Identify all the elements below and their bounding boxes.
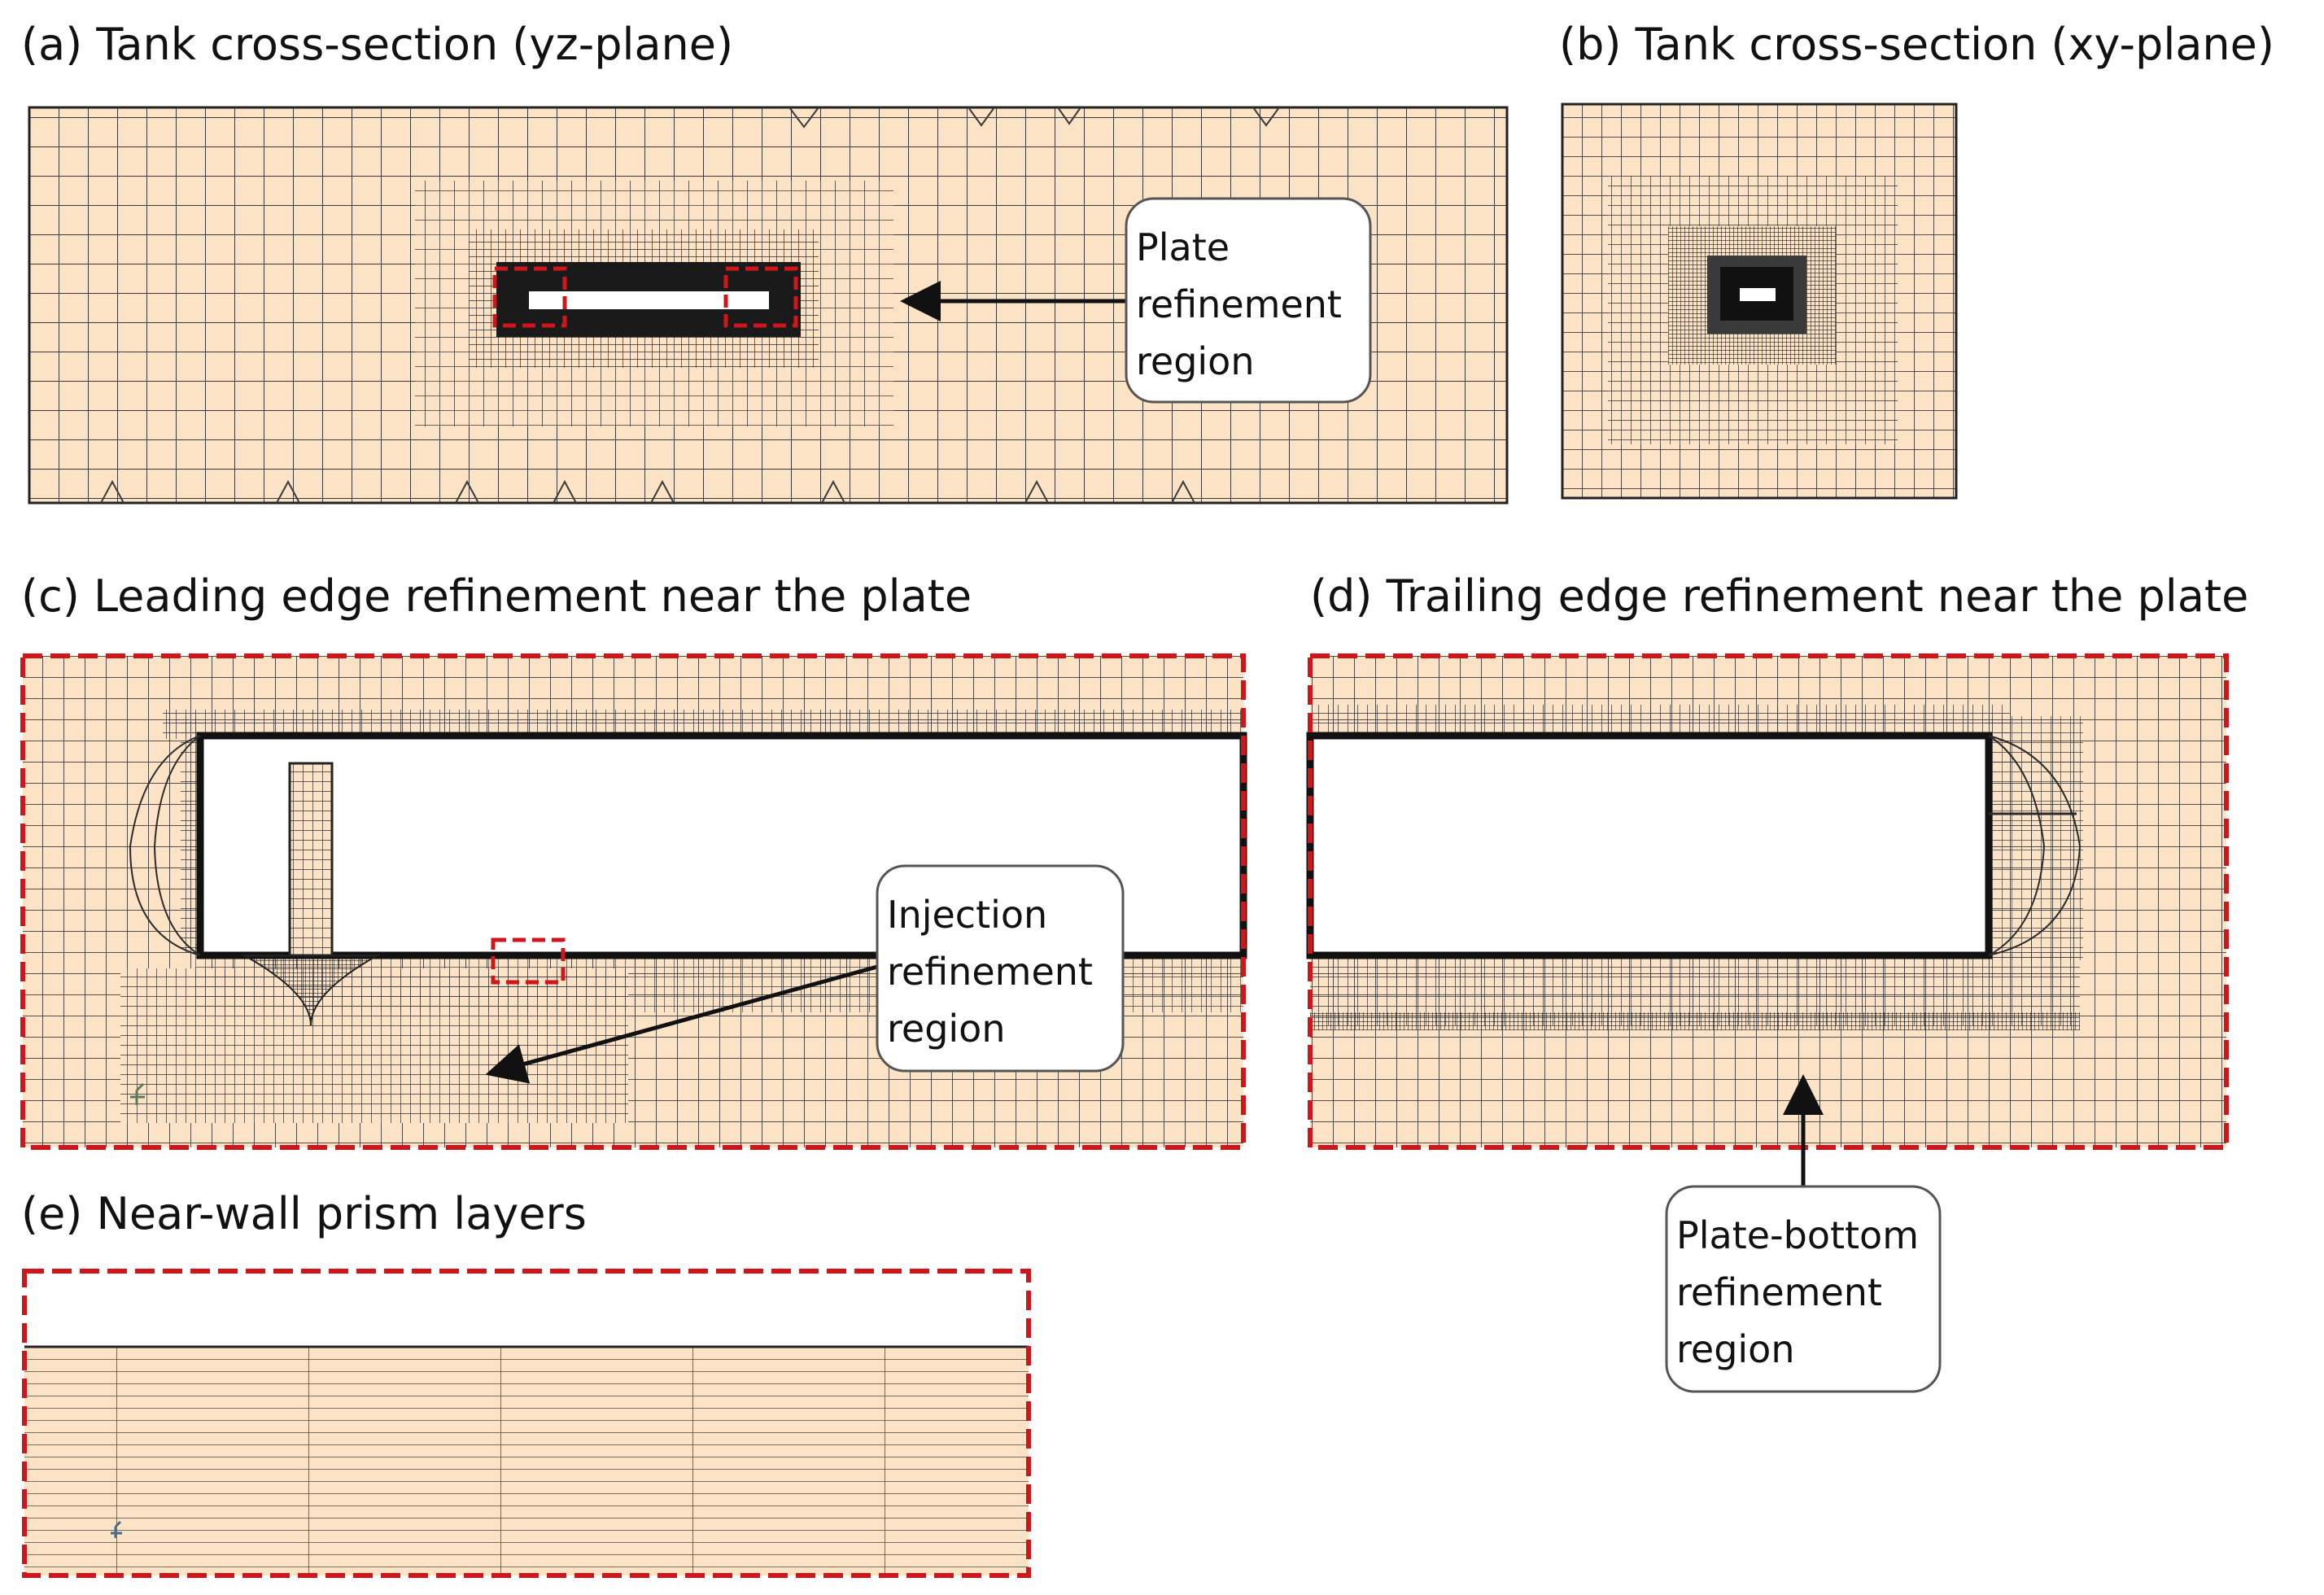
injection-callout-line-2: refinement <box>887 950 1093 994</box>
caption-c: (c) Leading edge refinement near the pla… <box>21 570 972 622</box>
callout-injection: Injection refinement region <box>485 864 1125 1084</box>
plate-a <box>529 291 769 309</box>
plate-bottom-callout-line-2: refinement <box>1676 1270 1882 1314</box>
plate-bottom-callout-line-3: region <box>1676 1327 1794 1371</box>
callout-plate: Plate refinement region <box>900 197 1372 404</box>
axis-triad-e-icon <box>111 1520 122 1538</box>
callout-plate-bottom: Plate-bottom refinement region <box>1665 1074 1942 1393</box>
panel-e-mesh <box>22 1269 1031 1578</box>
plate-b <box>1740 288 1776 301</box>
injection-callout-line-3: region <box>887 1007 1005 1051</box>
caption-b: (b) Tank cross-section (xy-plane) <box>1559 19 2274 70</box>
trailing-edge-highlight <box>723 266 798 328</box>
plate-d <box>1306 732 1993 959</box>
injection-arrow <box>485 964 878 1084</box>
injection-callout-line-1: Injection <box>887 893 1047 937</box>
caption-a: (a) Tank cross-section (yz-plane) <box>21 19 734 70</box>
leading-edge-highlight <box>492 266 567 328</box>
panel-c-frame <box>20 653 1246 1150</box>
injection-pipe <box>288 762 334 957</box>
panel-b-mesh <box>1561 103 1958 500</box>
panel-e-frame <box>22 1269 1031 1578</box>
plate-callout-line-2: refinement <box>1136 282 1342 326</box>
caption-d: (d) Trailing edge refinement near the pl… <box>1310 570 2249 622</box>
plate-callout-line-1: Plate <box>1136 225 1230 269</box>
panel-d-frame <box>1308 653 2229 1150</box>
plate-callout-line-3: region <box>1136 339 1254 383</box>
caption-e: (e) Near-wall prism layers <box>21 1188 587 1239</box>
prism-highlight <box>491 937 566 985</box>
panel-d-mesh <box>1306 653 2229 1150</box>
axis-triad-icon <box>130 1082 145 1105</box>
plate-bottom-callout-line-1: Plate-bottom <box>1676 1213 1919 1257</box>
